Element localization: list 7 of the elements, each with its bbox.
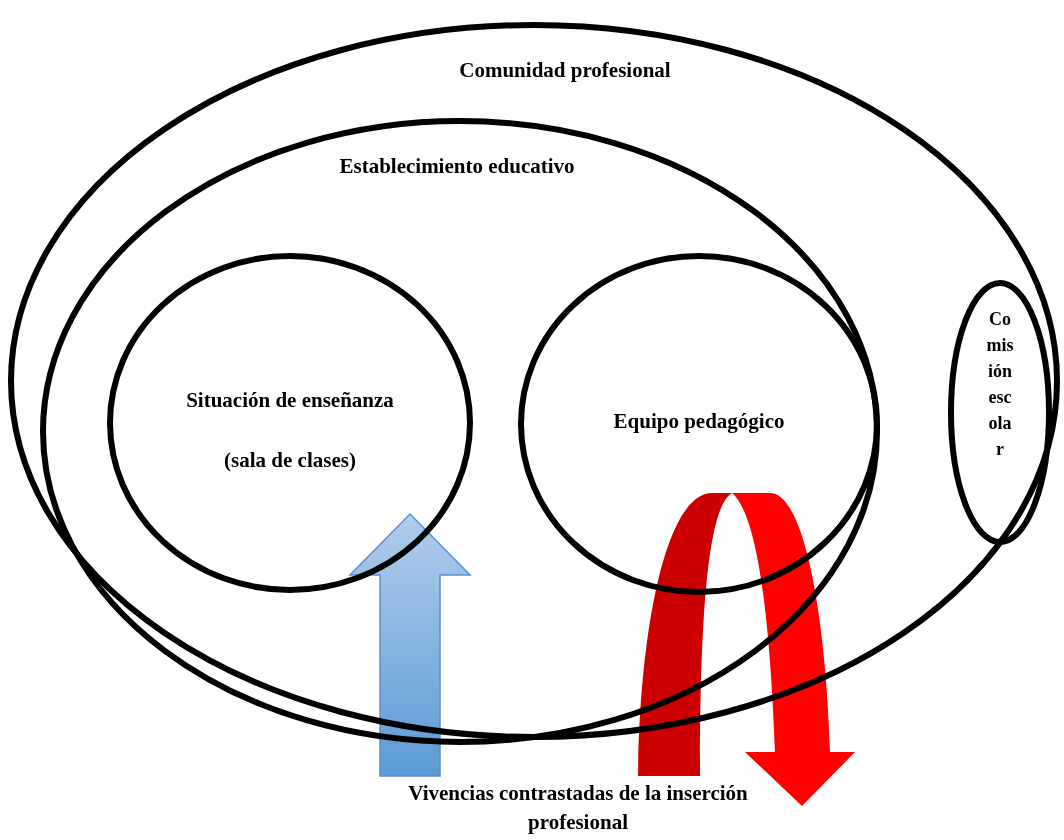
ellipse-title: Situación de enseñanza: [185, 388, 395, 413]
ellipse-title: Establecimiento educativo: [338, 154, 576, 179]
ellipse-title: Comisión escolar: [985, 308, 1015, 461]
ellipse-subtitle: (sala de clases): [223, 448, 357, 473]
ellipse-title: Comunidad profesional: [458, 58, 672, 83]
ellipse-title: Equipo pedagógico: [612, 409, 786, 434]
caption-text: Vivencias contrastadas de la inserción profesional: [407, 780, 749, 836]
